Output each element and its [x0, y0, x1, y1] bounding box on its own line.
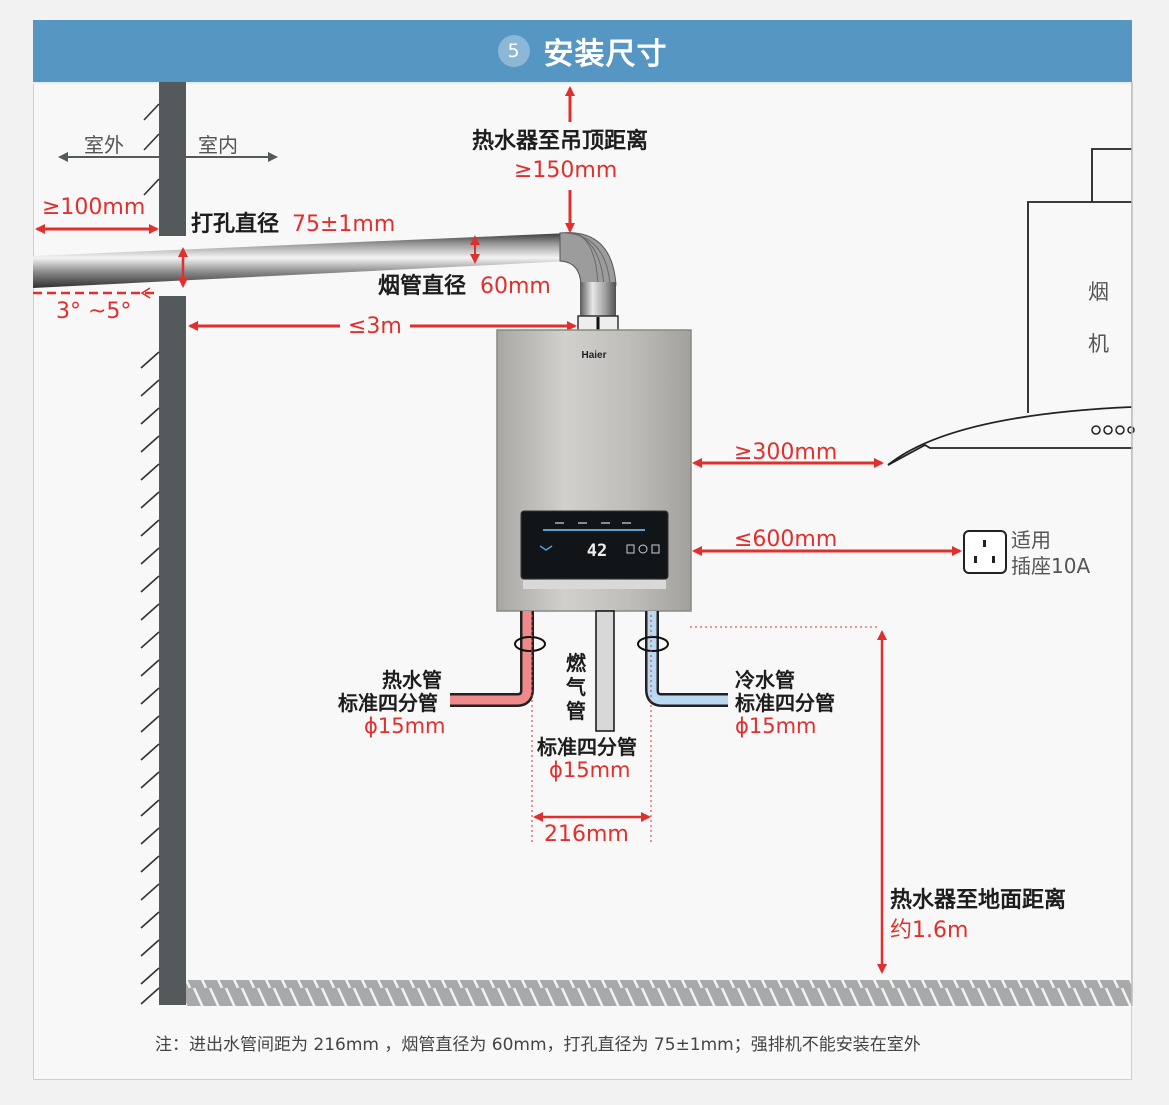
floor — [186, 980, 1132, 1006]
hot-pipe-name: 热水管 — [382, 668, 442, 692]
installation-note: 注：进出水管间距为 216mm ，烟管直径为 60mm，打孔直径为 75±1mm… — [155, 1035, 921, 1055]
panel-wave-icon — [539, 545, 553, 551]
socket-holes — [974, 540, 995, 563]
panel-buttons — [626, 544, 660, 554]
gas-pipe-name-2: 气 — [566, 675, 586, 699]
socket-label-2: 插座10A — [1011, 554, 1091, 578]
hot-pipe-size: ϕ15mm — [364, 714, 446, 738]
outdoor-label: 室外 — [84, 133, 124, 157]
range-hood-label-2: 机 — [1088, 332, 1109, 356]
range-hood-buttons — [1091, 425, 1135, 435]
ceiling-clearance-label: 热水器至吊顶距离 — [472, 129, 649, 154]
hot-water-pipe-fill — [450, 611, 532, 705]
gas-pipe — [595, 610, 615, 732]
hot-pipe-clamp — [514, 636, 546, 652]
heater-brand-logo: Haier — [581, 350, 606, 361]
flue-pipe — [33, 233, 570, 288]
panel-mode-labels — [555, 522, 631, 524]
ceiling-clearance-value: ≥150mm — [514, 158, 618, 183]
floor-height-label: 热水器至地面距离 — [890, 888, 1067, 913]
cold-pipe-spec: 标准四分管 — [735, 691, 835, 715]
max-length-value: ≤3m — [348, 314, 402, 339]
heater-display-temperature: 42 — [587, 541, 607, 561]
hot-water-pipe — [450, 611, 534, 707]
cold-pipe-name: 冷水管 — [735, 668, 795, 692]
flue-elbow — [559, 232, 617, 286]
socket-label-1: 适用 — [1011, 528, 1051, 552]
indoor-label: 室内 — [198, 133, 238, 157]
section-header: 5 安装尺寸 — [33, 20, 1132, 84]
socket-distance-value: ≤600mm — [734, 527, 838, 552]
heater-control-panel — [520, 510, 669, 580]
slope-value: 3° ~5° — [56, 299, 132, 324]
flue-vertical-pipe — [580, 282, 616, 318]
step-number-badge: 5 — [497, 35, 530, 67]
gas-pipe-name-1: 燃 — [566, 651, 586, 675]
hole-diameter-label: 打孔直径 — [191, 212, 280, 237]
elbow-corrugation — [565, 232, 611, 286]
slope-arrow-tip — [140, 287, 151, 299]
wall — [159, 82, 186, 1005]
gas-pipe-spec: 标准四分管 — [537, 735, 637, 759]
cold-water-pipe-fill — [647, 611, 728, 705]
pipe-spacing-value: 216mm — [544, 822, 629, 847]
hole-diameter-value: 75±1mm — [292, 212, 396, 237]
hood-clearance-value: ≥300mm — [734, 440, 838, 465]
section-title: 安装尺寸 — [543, 37, 668, 72]
range-hood — [887, 148, 1133, 466]
cold-pipe-size: ϕ15mm — [735, 714, 817, 738]
gas-pipe-size: ϕ15mm — [549, 758, 631, 782]
range-hood-label-1: 烟 — [1088, 280, 1109, 304]
socket-icon — [963, 530, 1007, 574]
outside-extension-value: ≥100mm — [42, 195, 146, 220]
cold-pipe-clamp — [637, 636, 669, 652]
wall-hatching — [140, 103, 160, 1005]
panel-trim — [523, 580, 666, 589]
cold-water-pipe — [645, 611, 728, 707]
floor-height-value: 约1.6m — [890, 918, 969, 943]
pipe-diameter-value: 60mm — [480, 274, 551, 299]
gas-pipe-name-3: 管 — [566, 699, 586, 723]
hot-pipe-spec: 标准四分管 — [338, 691, 438, 715]
pipe-diameter-label: 烟管直径 — [378, 274, 467, 299]
